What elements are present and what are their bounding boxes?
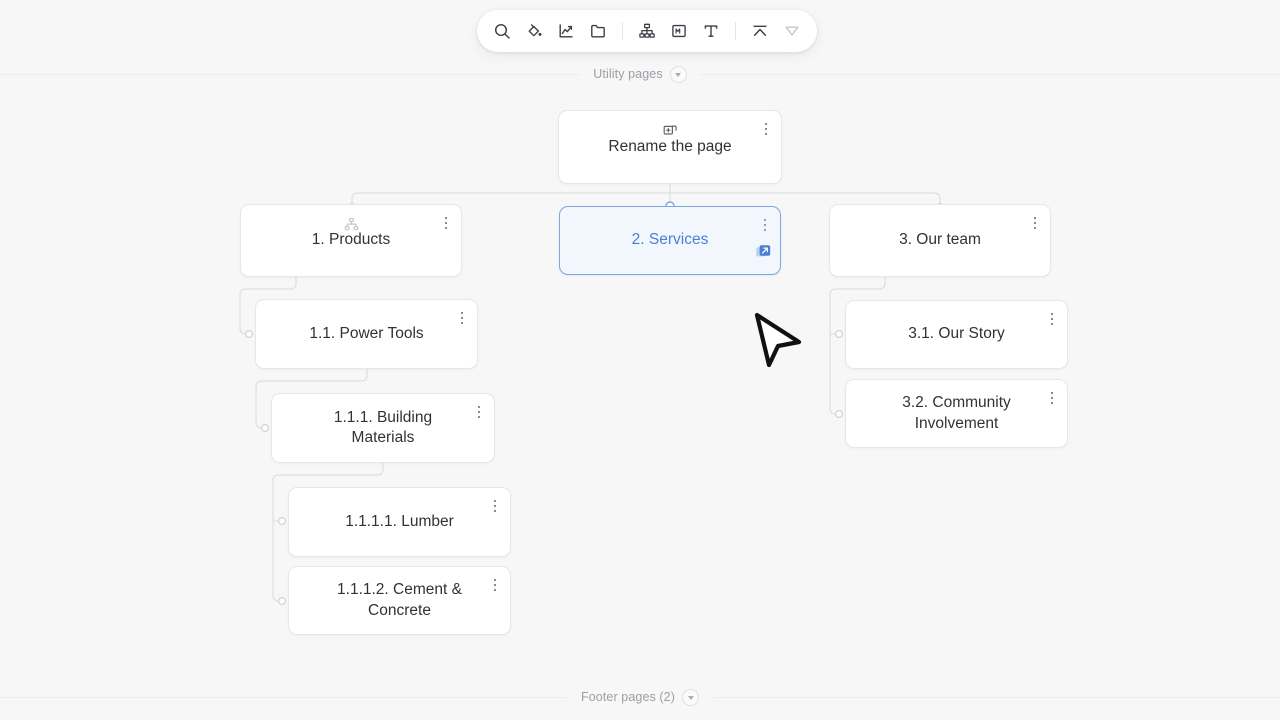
node-label: 3. Our team	[899, 231, 981, 249]
node-label: 2. Services	[631, 231, 709, 249]
sitemap-icon[interactable]	[632, 16, 662, 46]
node-menu-button[interactable]	[454, 308, 470, 328]
node-menu-button[interactable]	[1027, 213, 1043, 233]
chevron-down-icon[interactable]	[669, 65, 687, 83]
node-label: Rename the page	[608, 137, 732, 155]
node-label: 1.1.1.2. Cement & Concrete	[337, 581, 462, 619]
text-icon[interactable]	[696, 16, 726, 46]
open-page-icon[interactable]	[754, 242, 772, 260]
footer-pages-toggle[interactable]: Footer pages (2)	[566, 688, 713, 706]
sitemap-node-building-materials[interactable]: 1.1.1. Building Materials	[271, 393, 495, 463]
node-menu-button[interactable]	[438, 213, 454, 233]
node-menu-button[interactable]	[487, 496, 503, 516]
node-label: 3.2. Community Involvement	[902, 394, 1011, 432]
add-page-icon[interactable]	[661, 121, 679, 139]
node-menu-button[interactable]	[487, 575, 503, 595]
search-icon[interactable]	[487, 16, 517, 46]
sitemap-node-community-involvement[interactable]: 3.2. Community Involvement	[845, 379, 1068, 448]
sitemap-node-lumber[interactable]: 1.1.1.1. Lumber	[288, 487, 511, 557]
footer-pages-label: Footer pages (2)	[580, 690, 675, 704]
node-label: 1. Products	[311, 231, 391, 249]
node-menu-button[interactable]	[1044, 388, 1060, 408]
node-menu-button[interactable]	[758, 119, 774, 139]
sitemap-node-cement-concrete[interactable]: 1.1.1.2. Cement & Concrete	[288, 566, 511, 635]
utility-pages-section: Utility pages	[0, 64, 1280, 84]
toolbar-divider-1	[622, 22, 623, 40]
node-menu-button[interactable]	[1044, 309, 1060, 329]
chevron-down-icon[interactable]	[682, 688, 699, 706]
utility-pages-label: Utility pages	[593, 67, 663, 81]
sitemap-node-power-tools[interactable]: 1.1. Power Tools	[255, 299, 478, 369]
folder-icon[interactable]	[583, 16, 613, 46]
hierarchy-icon[interactable]	[342, 215, 360, 233]
image-icon[interactable]	[664, 16, 694, 46]
utility-pages-toggle[interactable]: Utility pages	[579, 65, 701, 83]
expand-down-icon[interactable]	[777, 16, 807, 46]
collapse-up-icon[interactable]	[745, 16, 775, 46]
node-menu-button[interactable]	[757, 215, 773, 235]
chart-icon[interactable]	[551, 16, 581, 46]
sitemap-node-services[interactable]: 2. Services	[559, 206, 781, 275]
sitemap-node-our-team[interactable]: 3. Our team	[829, 204, 1051, 277]
fill-color-icon[interactable]	[519, 16, 549, 46]
footer-pages-section: Footer pages (2)	[0, 687, 1280, 707]
node-label: 1.1.1.1. Lumber	[345, 512, 454, 530]
toolbar-divider-2	[735, 22, 736, 40]
node-label: 3.1. Our Story	[908, 325, 1005, 343]
sitemap-node-our-story[interactable]: 3.1. Our Story	[845, 300, 1068, 369]
node-label: 1.1. Power Tools	[309, 324, 424, 342]
node-menu-button[interactable]	[471, 402, 487, 422]
main-toolbar[interactable]	[477, 10, 817, 52]
node-label: 1.1.1. Building Materials	[333, 408, 433, 446]
sitemap-node-products[interactable]: 1. Products	[240, 204, 462, 277]
mouse-pointer	[754, 312, 802, 368]
sitemap-node-root[interactable]: Rename the page	[558, 110, 782, 184]
